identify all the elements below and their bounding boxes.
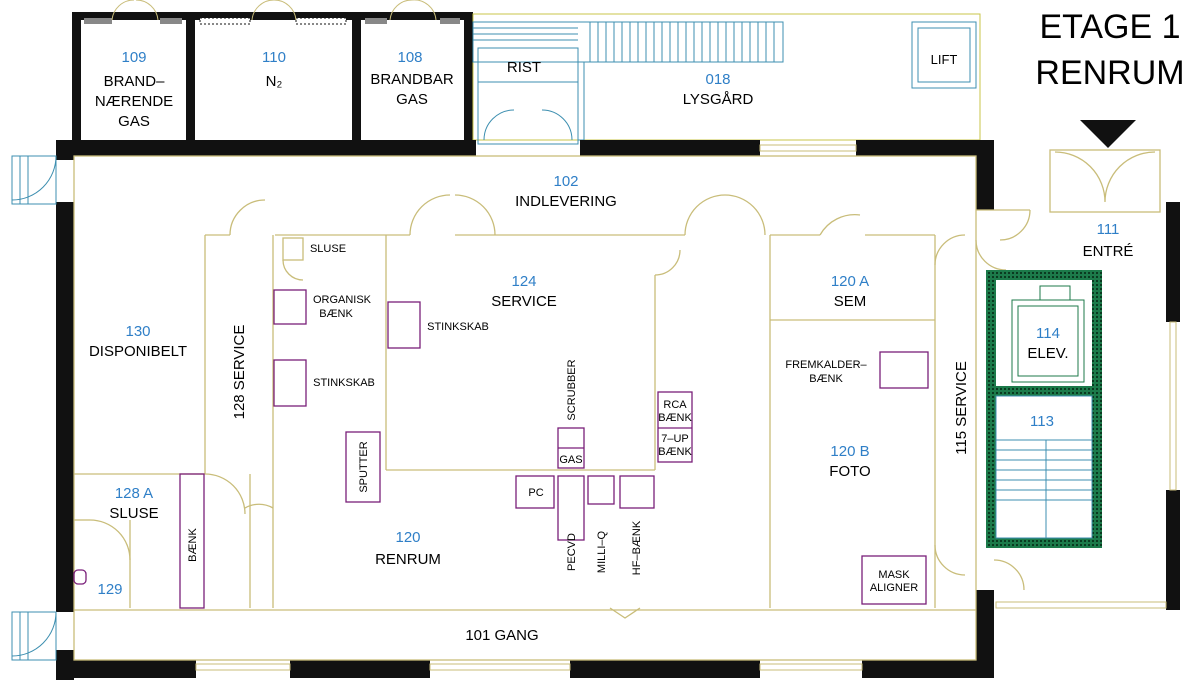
rist-label: RIST: [507, 59, 541, 76]
room-109-label-1: BRAND–: [104, 73, 166, 90]
room-102-number: 102: [553, 173, 578, 190]
partitions: [73, 155, 1031, 661]
room-124-number: 124: [511, 273, 536, 290]
stair-landings: [11, 155, 57, 661]
windows: [195, 144, 1177, 671]
hfbank-label: HF–BÆNK: [631, 520, 643, 575]
room-108-label-1: BRANDBAR: [370, 71, 454, 88]
exterior-walls: [56, 140, 1180, 680]
organisk-label-2: BÆNK: [319, 308, 353, 320]
room-114-number: 114: [1036, 325, 1060, 342]
baenk-label: BÆNK: [187, 528, 199, 562]
mask-label-2: ALIGNER: [870, 582, 918, 594]
core: [986, 270, 1102, 548]
room-113-number: 113: [1030, 413, 1054, 430]
room-018-label: LYSGÅRD: [683, 91, 754, 108]
room-102-label: INDLEVERING: [515, 193, 617, 210]
room-130-label: DISPONIBELT: [89, 343, 187, 360]
room-128a-number: 128 A: [115, 485, 153, 502]
stinkskab-label-left: STINKSKAB: [313, 377, 375, 389]
rca-label-1: RCA: [663, 399, 687, 411]
room-120a-number: 120 A: [831, 273, 869, 290]
room-120a-label: SEM: [834, 293, 867, 310]
room-108-number: 108: [397, 49, 422, 66]
labels: ETAGE 1 RENRUM 109 BRAND– NÆRENDE GAS 11…: [89, 8, 1185, 644]
mask-label-1: MASK: [878, 569, 910, 581]
equipment-boxes: [73, 289, 929, 609]
rca-label-2: BÆNK: [658, 412, 692, 424]
gas-rooms: [72, 0, 473, 142]
room-128-label: 128 SERVICE: [231, 325, 248, 420]
room-120-label: RENRUM: [375, 551, 441, 568]
room-109-label-2: NÆRENDE: [95, 93, 173, 110]
room-128a-label: SLUSE: [109, 505, 158, 522]
room-111-number: 111: [1097, 221, 1120, 238]
room-124-label: SERVICE: [491, 293, 557, 310]
room-120-number: 120: [395, 529, 420, 546]
pecvd-label: PECVD: [566, 533, 578, 571]
stinkskab-label-right: STINKSKAB: [427, 321, 489, 333]
room-109-number: 109: [121, 49, 146, 66]
room-108-label-2: GAS: [396, 91, 428, 108]
room-111-label: ENTRÉ: [1083, 243, 1134, 260]
room-114-label: ELEV.: [1027, 345, 1068, 362]
sluse-label: SLUSE: [310, 243, 346, 255]
room-110-label: N₂: [266, 73, 283, 90]
room-129-number: 129: [97, 581, 122, 598]
room-109-label-3: GAS: [118, 113, 150, 130]
sevenup-label-2: BÆNK: [658, 446, 692, 458]
pc-label: PC: [528, 487, 543, 499]
room-120b-label: FOTO: [829, 463, 870, 480]
room-115-label: 115 SERVICE: [953, 361, 970, 455]
entrance-doors: [1049, 149, 1161, 213]
courtyard: [472, 13, 1136, 148]
gas-label: GAS: [559, 454, 582, 466]
fremkalder-label-1: FREMKALDER–: [785, 359, 867, 371]
fremkalder-label-2: BÆNK: [809, 373, 843, 385]
title-line-1: ETAGE 1: [1039, 8, 1180, 46]
lift-label: LIFT: [931, 52, 958, 67]
room-018-number: 018: [705, 71, 730, 88]
organisk-label-1: ORGANISK: [313, 294, 372, 306]
sevenup-label-1: 7–UP: [661, 433, 689, 445]
room-110-number: 110: [262, 49, 286, 66]
room-120b-number: 120 B: [830, 443, 869, 460]
room-130-number: 130: [125, 323, 150, 340]
scrubber-label: SCRUBBER: [566, 359, 578, 420]
title-line-2: RENRUM: [1035, 54, 1184, 92]
milliq-label: MILLI–Q: [596, 530, 608, 573]
sputter-label: SPUTTER: [358, 441, 370, 492]
room-101-label: 101 GANG: [465, 627, 538, 644]
